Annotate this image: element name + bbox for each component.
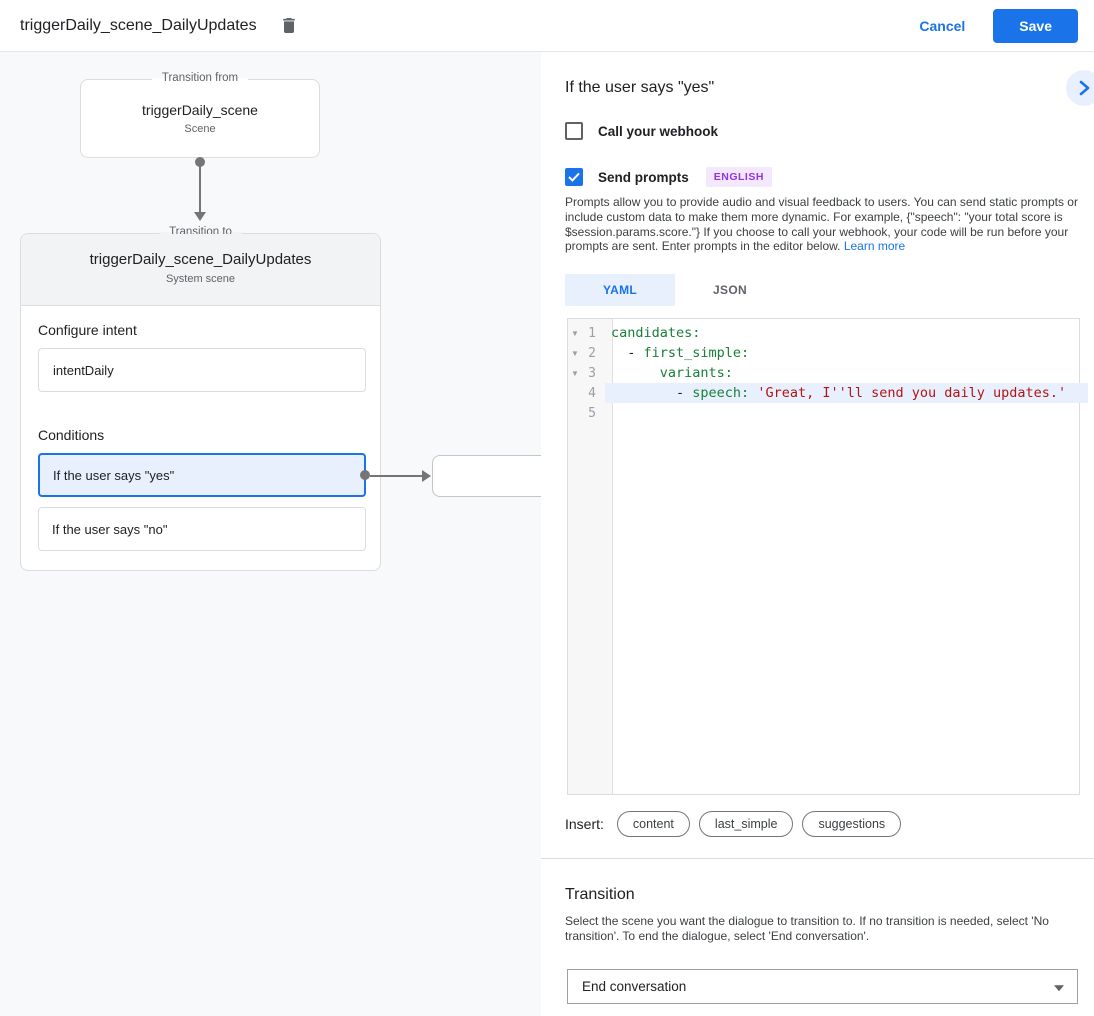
insert-row: Insert: content last_simple suggestions (565, 811, 902, 837)
scene-canvas: Transition from triggerDaily_scene Scene… (0, 52, 558, 1016)
webhook-checkbox-label: Call your webhook (598, 123, 719, 139)
section-divider (541, 858, 1094, 859)
fold-arrow-icon[interactable]: ▼ (571, 348, 579, 358)
transition-description: Select the scene you want the dialogue t… (565, 914, 1049, 943)
description-text: Prompts allow you to provide audio and v… (565, 195, 1078, 254)
yaml-code-editor[interactable]: ▼ 1 candidates: ▼ 2 - first_simple: ▼ 3 varian… (567, 318, 1088, 795)
arrow-down-icon (194, 212, 206, 221)
connector-dot (195, 157, 205, 167)
insert-chip-last_simple[interactable]: last_simple (698, 811, 794, 837)
editor-line: 5 (568, 403, 1079, 423)
from-node-subtitle: Scene (184, 123, 216, 135)
collapse-panel-button[interactable] (1066, 70, 1094, 106)
transition-selected-value: End conversation (582, 979, 687, 994)
to-node-title: triggerDaily_scene_DailyUpdates (89, 251, 312, 268)
line-number: 3 (588, 365, 596, 381)
fold-arrow-icon[interactable]: ▼ (571, 328, 579, 338)
transition-connector-line (370, 475, 423, 477)
send-prompts-checkbox[interactable] (565, 168, 583, 186)
chevron-right-icon (1079, 80, 1089, 96)
trash-icon (282, 18, 295, 33)
editor-line: ▼ 3 variants: (568, 363, 1079, 383)
condition-label: If the user says "no" (52, 521, 168, 537)
tab-yaml[interactable]: YAML (565, 274, 675, 306)
transition-to-card: Transition to triggerDaily_scene_DailyUp… (20, 226, 381, 571)
code-text: candidates: (611, 325, 701, 341)
save-button[interactable]: Save (993, 8, 1078, 43)
editor-lines: ▼ 1 candidates: ▼ 2 - first_simple: ▼ 3 varian… (568, 319, 1088, 423)
configure-intent-label: Configure intent (38, 322, 137, 338)
topbar-actions: Cancel Save (919, 8, 1078, 43)
condition-label: If the user says "yes" (53, 467, 175, 483)
page-title: triggerDaily_scene_DailyUpdates (20, 16, 257, 34)
code-text: variants: (659, 365, 733, 381)
line-number: 2 (588, 345, 596, 361)
send-prompts-label: Send prompts (598, 169, 689, 185)
transition-select[interactable]: End conversation (567, 969, 1078, 1004)
topbar: triggerDaily_scene_DailyUpdates Cancel S… (0, 0, 1094, 52)
prompts-description: Prompts allow you to provide audio and v… (565, 195, 1079, 254)
check-icon (568, 172, 580, 182)
insert-chip-content[interactable]: content (616, 811, 690, 837)
transition-section-title: Transition (565, 886, 635, 903)
line-number: 5 (588, 405, 596, 421)
fold-arrow-icon[interactable]: ▼ (571, 368, 579, 378)
tab-json[interactable]: JSON (675, 274, 785, 306)
arrow-right-icon (422, 470, 431, 482)
webhook-checkbox[interactable] (565, 122, 583, 140)
condition-detail-panel: If the user says "yes" Call your webhook… (541, 52, 1094, 1016)
condition-item[interactable]: If the user says "yes" (38, 453, 370, 497)
insert-label: Insert: (565, 816, 604, 832)
topbar-left: triggerDaily_scene_DailyUpdates (20, 11, 303, 40)
transition-from-legend: Transition from (151, 72, 249, 84)
insert-chip-suggestions[interactable]: suggestions (802, 811, 902, 837)
editor-line: ▼ 1 candidates: (568, 323, 1079, 343)
to-node-subtitle: System scene (165, 273, 236, 285)
cancel-button[interactable]: Cancel (919, 17, 966, 34)
transition-from-node[interactable]: Transition from triggerDaily_scene Scene (80, 72, 320, 158)
editor-line: 4 - speech: 'Great, I''ll send you daily… (568, 383, 1088, 403)
connector-dot (360, 470, 370, 480)
line-number: 4 (588, 385, 596, 401)
code-text (605, 403, 611, 423)
to-card-header: triggerDaily_scene_DailyUpdates System s… (21, 234, 380, 306)
language-badge: ENGLISH (705, 167, 772, 187)
editor-line: ▼ 2 - first_simple: (568, 343, 1079, 363)
delete-scene-button[interactable] (275, 11, 303, 40)
code-text: - first_simple: (611, 345, 750, 361)
detail-title: If the user says "yes" (565, 79, 715, 96)
from-node-title: triggerDaily_scene (142, 102, 258, 118)
condition-item[interactable]: If the user says "no" (38, 507, 366, 551)
line-number: 1 (588, 325, 596, 341)
learn-more-link[interactable]: Learn more (843, 239, 906, 254)
intent-value: intentDaily (53, 362, 114, 378)
conditions-label: Conditions (38, 427, 105, 443)
code-text: - speech: 'Great, I''ll send you daily u… (605, 383, 1088, 403)
conditions-list: If the user says "yes" If the user says "… (38, 453, 370, 561)
connector-line (199, 164, 201, 212)
prompts-row: Send prompts ENGLISH (565, 167, 772, 187)
webhook-row: Call your webhook (565, 122, 718, 140)
intent-field[interactable]: intentDaily (38, 348, 366, 392)
dropdown-caret-icon (1054, 984, 1064, 991)
transition-target-node[interactable] (432, 455, 558, 497)
